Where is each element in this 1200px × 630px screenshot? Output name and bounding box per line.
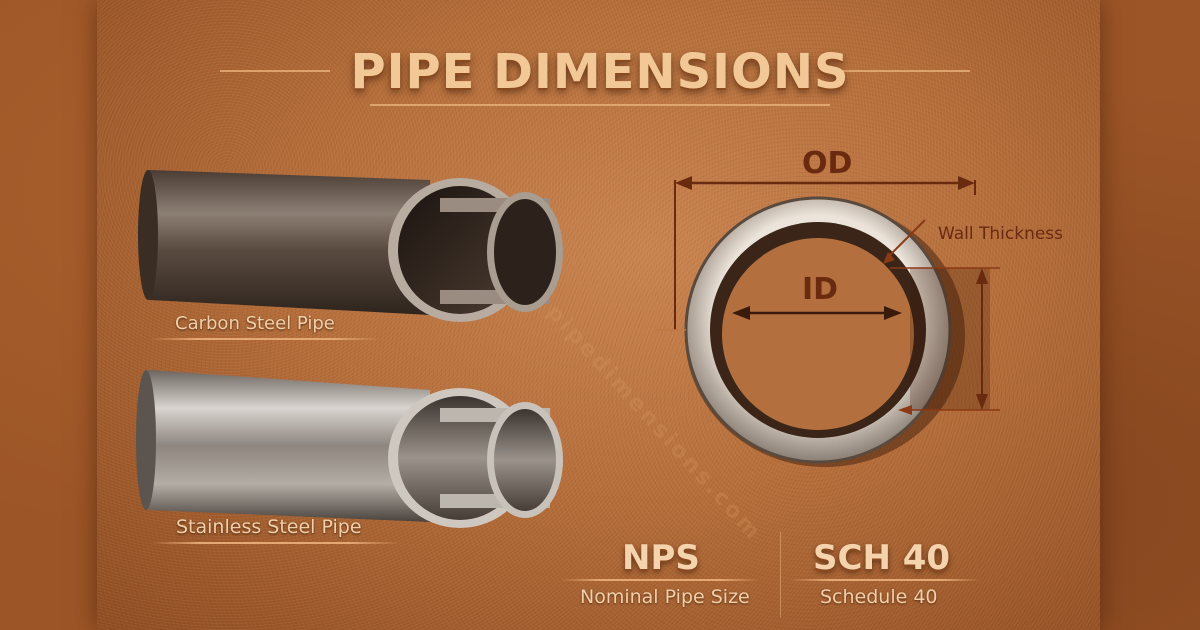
wall-thickness-label: Wall Thickness — [938, 224, 1064, 244]
stainless-steel-pipe-label: Stainless Steel Pipe — [176, 516, 362, 538]
sch-underline — [790, 579, 980, 581]
od-label: OD — [802, 146, 853, 181]
title-rule-left — [220, 70, 330, 72]
carbon-steel-pipe-image — [138, 170, 563, 322]
id-arrow-left-icon — [732, 306, 750, 320]
wall-dim-arrow-up-icon — [976, 268, 988, 284]
nps-description: Nominal Pipe Size — [580, 586, 750, 608]
spec-divider — [780, 532, 781, 617]
carbon-steel-pipe-label: Carbon Steel Pipe — [175, 313, 335, 334]
od-arrow-left-icon — [675, 176, 692, 190]
id-arrow-right-icon — [884, 306, 902, 320]
wall-arrow-icon — [883, 252, 895, 264]
wall-dim-arrow-down-icon — [976, 394, 988, 410]
od-arrow-right-icon — [958, 176, 975, 190]
id-label: ID — [802, 272, 839, 307]
sch-code: SCH 40 — [813, 538, 951, 578]
stainless-steel-underline — [150, 542, 400, 544]
page-title: PIPE DIMENSIONS — [350, 44, 850, 100]
sch-description: Schedule 40 — [820, 586, 938, 608]
stainless-steel-pipe-image — [136, 370, 563, 528]
nps-underline — [560, 579, 760, 581]
title-rule-right — [840, 70, 970, 72]
title-underline — [370, 104, 830, 106]
carbon-steel-underline — [150, 338, 380, 340]
nps-code: NPS — [622, 538, 700, 578]
pipe-cross-section-diagram — [655, 176, 1000, 467]
